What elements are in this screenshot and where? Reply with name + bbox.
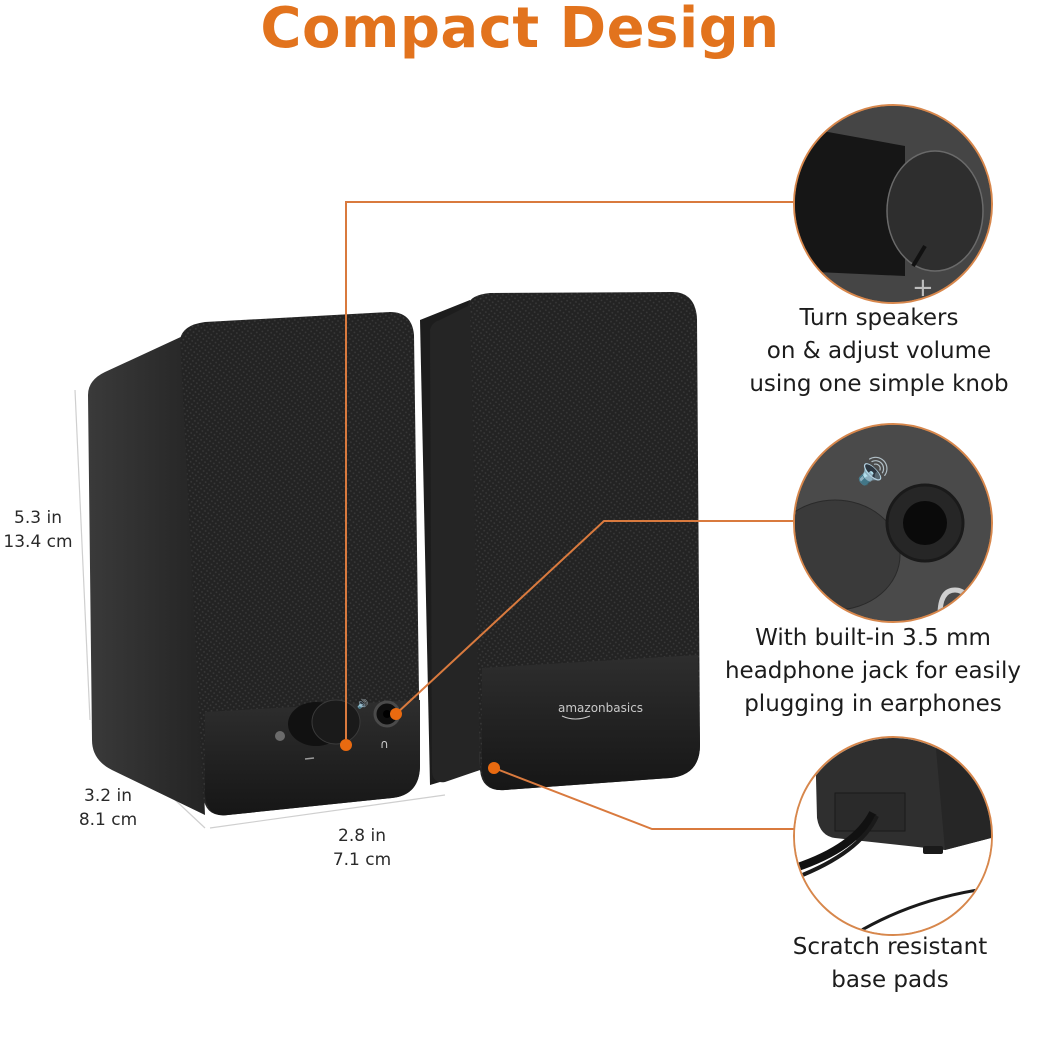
feature-caption-volume: Turn speakers on & adjust volume using o… [749, 305, 1009, 397]
headphone-jack-icon: 🔊 [793, 423, 993, 623]
leader-lines [345, 201, 795, 830]
svg-text:🔊: 🔊 [857, 455, 889, 487]
dimension-width: 2.8 in 7.1 cm [332, 826, 392, 870]
svg-text:∩: ∩ [380, 737, 389, 751]
svg-text:+: + [912, 273, 934, 302]
dimension-depth: 3.2 in 8.1 cm [78, 786, 138, 830]
feature-caption-headphone: With built-in 3.5 mm headphone jack for … [724, 625, 1022, 717]
page-title: Compact Design [260, 0, 780, 61]
feature-caption-base-pads: Scratch resistant base pads [792, 934, 988, 993]
dimension-height: 5.3 in 13.4 cm [3, 508, 73, 552]
right-speaker [420, 292, 700, 791]
svg-text:🔊: 🔊 [357, 698, 368, 710]
brand-logo: amazonbasics [558, 701, 643, 715]
leader-dots [340, 708, 500, 774]
left-speaker: 🔊 ∩ [88, 312, 420, 816]
volume-knob-icon: + [793, 104, 993, 304]
power-led [275, 731, 285, 741]
base-pad-icon [793, 736, 993, 936]
